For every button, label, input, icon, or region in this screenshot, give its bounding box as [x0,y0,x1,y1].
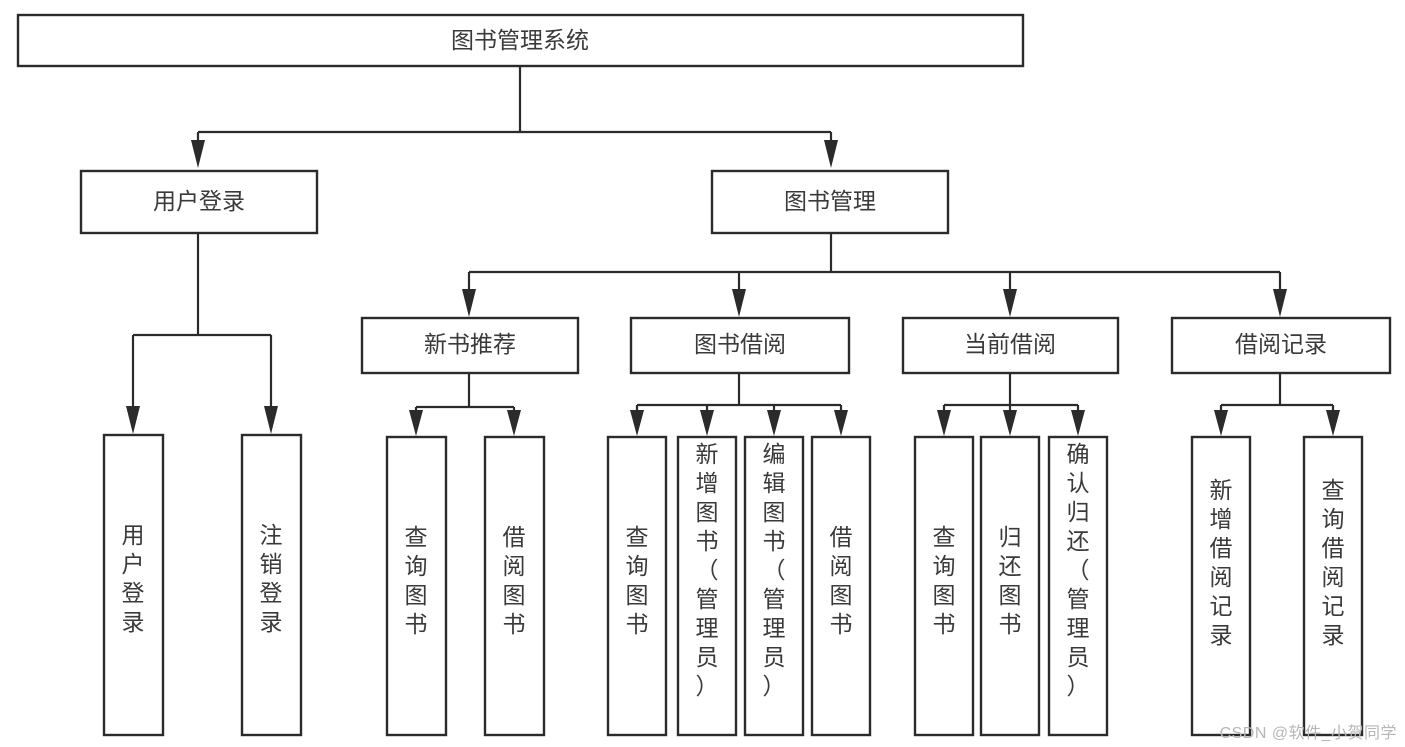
node-book-borrow[interactable]: 图书借阅 [629,316,851,375]
node-current-borrow-box [901,316,1120,375]
leaf-current-borrow-3[interactable]: 确认归还（管理员） [1047,435,1109,737]
node-current-borrow-label: 当前借阅 [964,331,1056,357]
leaf-current-borrow-1-label: 查询图书 [933,524,956,637]
arrow-head-br-1 [1214,410,1228,436]
node-new-book-recommend-label: 新书推荐 [424,331,516,357]
node-root-box [16,13,1025,68]
leaf-book-borrow-3-label: 编辑图书（管理员） [763,441,786,699]
leaf-book-borrow-4[interactable]: 借阅图书 [810,435,872,737]
node-root-system[interactable]: 图书管理系统 [16,13,1025,68]
leaf-current-borrow-3-box [1047,435,1109,737]
leaf-current-borrow-2-label: 归还图书 [999,524,1022,637]
connector-group-new-book [409,374,521,436]
arrow-head-nb-1 [409,410,423,436]
node-book-borrow-label: 图书借阅 [694,331,786,357]
leaf-book-borrow-1-label: 查询图书 [626,524,649,637]
node-new-book-recommend-box [360,316,580,375]
node-user-login-label: 用户登录 [153,188,245,214]
leaf-book-borrow-2[interactable]: 新增图书（管理员） [676,435,738,737]
arrow-head-bb-4 [834,410,848,436]
leaf-user-login-1-label: 用户登录 [122,522,145,635]
leaf-current-borrow-2[interactable]: 归还图书 [979,435,1041,737]
arrow-head-bb-3 [767,410,781,436]
leaf-borrow-record-1[interactable]: 新增借阅记录 [1190,435,1252,737]
connector-group-root [191,66,838,168]
connector-group-borrow-record [1214,374,1340,436]
node-user-login[interactable]: 用户登录 [79,169,319,235]
node-borrow-record[interactable]: 借阅记录 [1170,316,1392,375]
node-root-label: 图书管理系统 [451,27,589,53]
leaf-book-borrow-2-label: 新增图书（管理员） [696,441,719,699]
arrow-head-br-2 [1326,410,1340,436]
leaf-user-login-2-label: 注销登录 [260,522,283,635]
leaf-user-login-2[interactable]: 注销登录 [240,433,303,737]
arrow-head-user-login-1 [126,406,140,434]
leaf-current-borrow-1[interactable]: 查询图书 [913,435,975,737]
node-book-management-box [710,169,950,235]
connector-group-book-borrow [630,374,848,436]
leaf-book-borrow-2-box [676,435,738,737]
node-book-management[interactable]: 图书管理 [710,169,950,235]
arrow-head-bb-2 [700,410,714,436]
arrow-head-bb-1 [630,410,644,436]
leaf-book-borrow-3-box [743,435,805,737]
arrow-head-cb-2 [1003,410,1017,436]
arrow-head-current-borrow [1003,289,1017,317]
leaf-borrow-record-2-box [1302,435,1364,737]
arrow-head-user-login-2 [264,406,278,434]
node-borrow-record-box [1170,316,1392,375]
leaf-new-book-2[interactable]: 借阅图书 [483,435,546,737]
connector-group-current-borrow [937,374,1085,436]
leaf-book-borrow-1[interactable]: 查询图书 [606,435,668,737]
leaf-new-book-1-box [385,435,448,737]
arrow-head-user-login [191,140,205,168]
leaf-user-login-1[interactable]: 用户登录 [102,433,165,737]
leaf-borrow-record-2[interactable]: 查询借阅记录 [1302,435,1364,737]
node-borrow-record-label: 借阅记录 [1235,331,1327,357]
leaf-new-book-2-label: 借阅图书 [503,524,526,637]
connector-group-book-mgmt [462,233,1287,317]
leaf-new-book-1-label: 查询图书 [405,524,428,637]
leaf-new-book-1[interactable]: 查询图书 [385,435,448,737]
node-current-borrow[interactable]: 当前借阅 [901,316,1120,375]
arrow-head-borrow-record [1273,289,1287,317]
node-user-login-box [79,169,319,235]
leaf-borrow-record-2-label: 查询借阅记录 [1322,477,1345,648]
arrow-head-cb-3 [1071,410,1085,436]
leaf-book-borrow-4-label: 借阅图书 [830,524,853,637]
leaf-user-login-2-box [240,433,303,737]
leaf-current-borrow-2-box [979,435,1041,737]
arrow-head-cb-1 [937,410,951,436]
leaf-user-login-1-box [102,433,165,737]
node-book-management-label: 图书管理 [784,188,876,214]
arrow-head-book-mgmt [824,140,838,168]
leaf-borrow-record-1-label: 新增借阅记录 [1210,477,1233,648]
leaf-new-book-2-box [483,435,546,737]
leaf-book-borrow-1-box [606,435,668,737]
arrow-head-new-book [462,289,476,317]
arrow-head-book-borrow [732,289,746,317]
leaf-book-borrow-4-box [810,435,872,737]
leaf-borrow-record-1-box [1190,435,1252,737]
node-new-book-recommend[interactable]: 新书推荐 [360,316,580,375]
leaf-current-borrow-1-box [913,435,975,737]
leaf-book-borrow-3[interactable]: 编辑图书（管理员） [743,435,805,737]
connector-group-user-login [126,233,278,434]
node-book-borrow-box [629,316,851,375]
leaf-current-borrow-3-label: 确认归还（管理员） [1067,441,1090,699]
arrow-head-nb-2 [507,410,521,436]
